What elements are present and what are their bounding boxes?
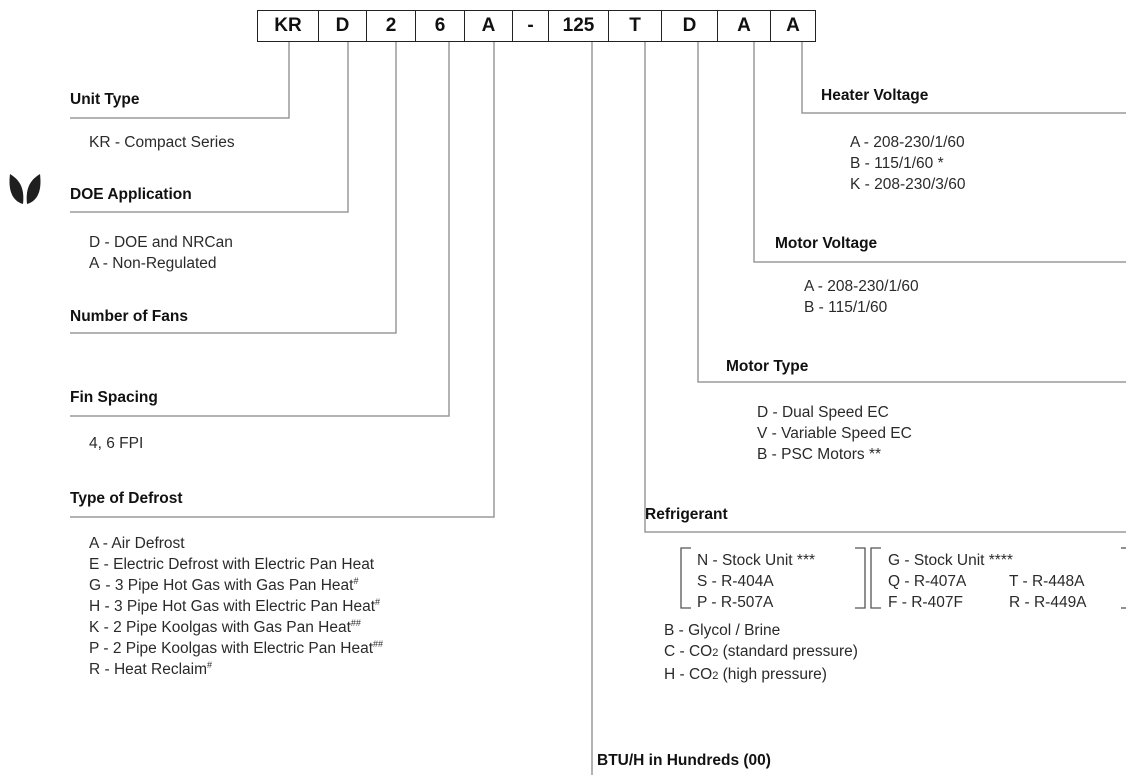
motor-type-heading: Motor Type bbox=[726, 358, 809, 375]
refrigerant-row: F - R-407F R - R-449A bbox=[888, 592, 1124, 613]
doe-option: A - Non-Regulated bbox=[89, 255, 217, 272]
footnote-mark: # bbox=[207, 659, 213, 670]
bracket-left-open bbox=[680, 547, 691, 609]
connector-fin bbox=[70, 42, 450, 417]
refrigerant-option: C - CO2 (standard pressure) bbox=[664, 643, 858, 660]
connector-fans bbox=[70, 42, 397, 334]
heater-voltage-option: B - 115/1/60 * bbox=[850, 155, 944, 172]
refrigerant-option: Q - R-407A bbox=[888, 573, 967, 590]
bracket-right-open bbox=[870, 547, 881, 609]
btuh-heading: BTU/H in Hundreds (00) bbox=[597, 752, 771, 769]
code-segment-fans: 2 bbox=[366, 10, 416, 42]
refrigerant-option: S - R-404A bbox=[697, 573, 774, 590]
refrigerant-option: F - R-407F bbox=[888, 594, 963, 611]
fin-spacing-heading: Fin Spacing bbox=[70, 389, 158, 406]
type-of-defrost-heading: Type of Defrost bbox=[70, 490, 183, 507]
code-segment-fin: 6 bbox=[415, 10, 465, 42]
fin-spacing-option: 4, 6 FPI bbox=[89, 435, 144, 452]
motor-voltage-options: A - 208-230/1/60 B - 115/1/60 bbox=[804, 276, 919, 318]
refrigerant-option: N - Stock Unit *** bbox=[697, 552, 816, 569]
defrost-option: A - Air Defrost bbox=[89, 535, 185, 552]
code-segment-btuh: 125 bbox=[548, 10, 609, 42]
subscript: 2 bbox=[712, 647, 719, 659]
connector-motor-type bbox=[697, 42, 1126, 383]
motor-type-option: V - Variable Speed EC bbox=[757, 425, 912, 442]
subscript: 2 bbox=[712, 670, 719, 682]
refrigerant-option: R - R-449A bbox=[1009, 594, 1087, 611]
footnote-mark: ## bbox=[373, 638, 384, 649]
fin-spacing-options: 4, 6 FPI bbox=[89, 433, 143, 454]
bracket-left-close bbox=[855, 547, 866, 609]
doe-application-heading: DOE Application bbox=[70, 186, 192, 203]
defrost-option: G - 3 Pipe Hot Gas with Gas Pan Heat# bbox=[89, 575, 359, 594]
code-segment-refrigerant: T bbox=[608, 10, 662, 42]
unit-type-option: KR - Compact Series bbox=[89, 134, 235, 151]
code-segment-defrost: A bbox=[464, 10, 513, 42]
refrigerant-row: Q - R-407A T - R-448A bbox=[888, 571, 1124, 592]
heater-voltage-heading: Heater Voltage bbox=[821, 87, 929, 104]
code-segment-doe: D bbox=[318, 10, 367, 42]
connector-defrost bbox=[70, 42, 495, 518]
code-segment-heater-voltage: A bbox=[770, 10, 816, 42]
connector-motor-voltage bbox=[753, 42, 1126, 263]
motor-voltage-option: A - 208-230/1/60 bbox=[804, 278, 919, 295]
unit-type-options: KR - Compact Series bbox=[89, 132, 235, 153]
heater-voltage-options: A - 208-230/1/60 B - 115/1/60 * K - 208-… bbox=[850, 132, 965, 195]
doe-application-options: D - DOE and NRCan A - Non-Regulated bbox=[89, 232, 233, 274]
refrigerant-option: T - R-448A bbox=[1009, 573, 1085, 590]
doe-option: D - DOE and NRCan bbox=[89, 234, 233, 251]
defrost-option: R - Heat Reclaim# bbox=[89, 659, 213, 678]
defrost-option: E - Electric Defrost with Electric Pan H… bbox=[89, 556, 375, 573]
code-segment-dash: - bbox=[512, 10, 549, 42]
footnote-mark: # bbox=[375, 596, 381, 607]
refrigerant-group-2: G - Stock Unit **** Q - R-407A T - R-448… bbox=[888, 550, 1124, 613]
heater-voltage-option: K - 208-230/3/60 bbox=[850, 176, 966, 193]
defrost-options: A - Air Defrost E - Electric Defrost wit… bbox=[89, 533, 383, 680]
connector-unit-type bbox=[70, 42, 290, 119]
connector-heater-voltage bbox=[801, 42, 1126, 114]
refrigerant-other-options: B - Glycol / Brine C - CO2 (standard pre… bbox=[664, 620, 858, 687]
model-code-bar: KR D 2 6 A - 125 T D A A bbox=[257, 10, 816, 42]
refrigerant-option: G - Stock Unit **** bbox=[888, 552, 1013, 569]
code-segment-unit-type: KR bbox=[257, 10, 319, 42]
code-segment-motor-type: D bbox=[661, 10, 718, 42]
refrigerant-option: H - CO2 (high pressure) bbox=[664, 666, 827, 683]
motor-type-options: D - Dual Speed EC V - Variable Speed EC … bbox=[757, 402, 912, 465]
motor-type-option: D - Dual Speed EC bbox=[757, 404, 889, 421]
code-segment-motor-voltage: A bbox=[717, 10, 771, 42]
motor-voltage-heading: Motor Voltage bbox=[775, 235, 878, 252]
refrigerant-heading: Refrigerant bbox=[645, 506, 728, 523]
refrigerant-group-1: N - Stock Unit *** S - R-404A P - R-507A bbox=[697, 550, 815, 613]
refrigerant-option: P - R-507A bbox=[697, 594, 774, 611]
defrost-option: P - 2 Pipe Koolgas with Electric Pan Hea… bbox=[89, 638, 384, 657]
defrost-option: K - 2 Pipe Koolgas with Gas Pan Heat## bbox=[89, 617, 361, 636]
leaf-icon bbox=[9, 174, 41, 204]
number-of-fans-heading: Number of Fans bbox=[70, 308, 188, 325]
refrigerant-option: B - Glycol / Brine bbox=[664, 622, 781, 639]
footnote-mark: # bbox=[353, 575, 359, 586]
connector-refrigerant bbox=[644, 42, 1126, 533]
footnote-mark: ## bbox=[350, 617, 361, 628]
motor-type-option: B - PSC Motors ** bbox=[757, 446, 882, 463]
unit-type-heading: Unit Type bbox=[70, 91, 140, 108]
defrost-option: H - 3 Pipe Hot Gas with Electric Pan Hea… bbox=[89, 596, 381, 615]
heater-voltage-option: A - 208-230/1/60 bbox=[850, 134, 965, 151]
connector-doe bbox=[70, 42, 349, 213]
motor-voltage-option: B - 115/1/60 bbox=[804, 299, 888, 316]
